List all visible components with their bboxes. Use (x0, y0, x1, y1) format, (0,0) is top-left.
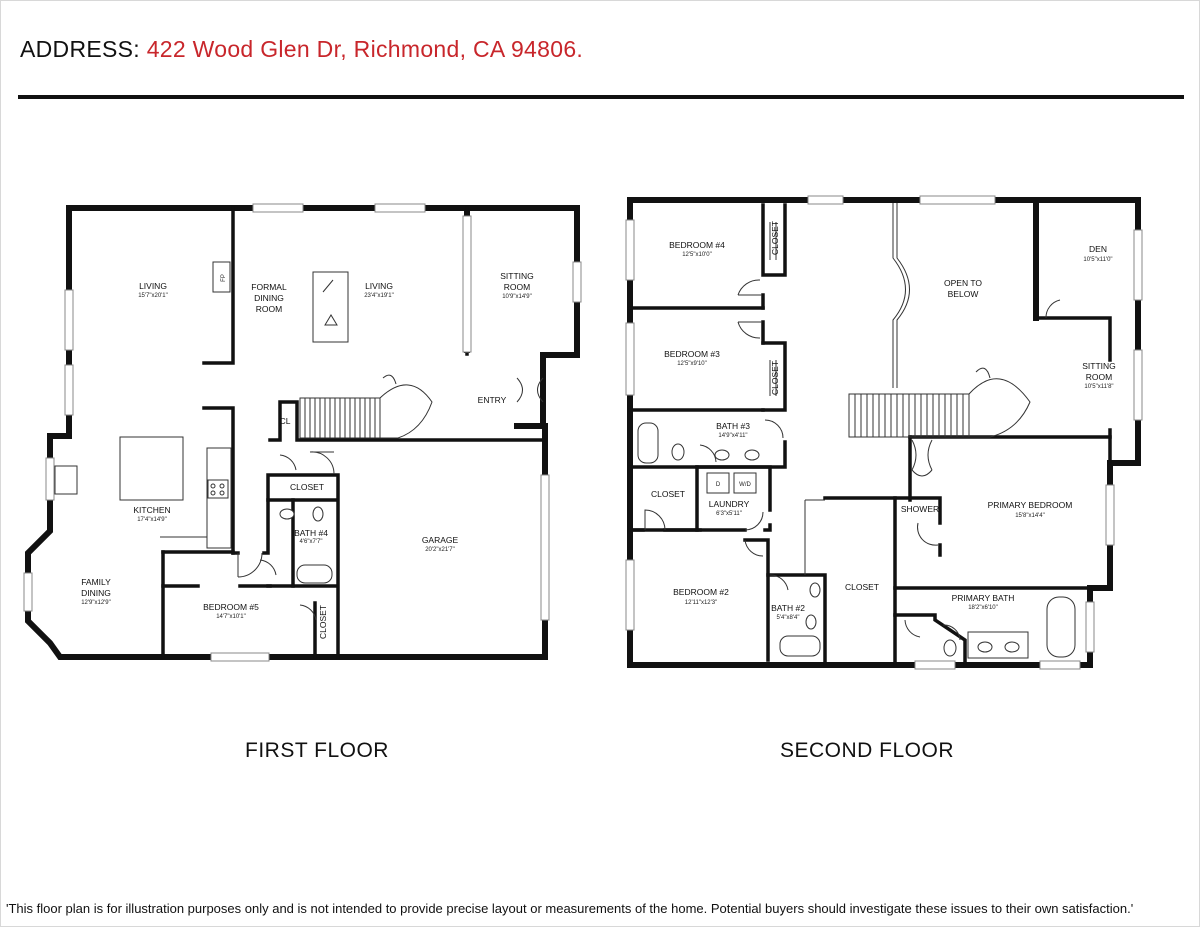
second-bath3-dims: 14'9"x4'11" (718, 433, 747, 439)
second-primary-bath-label: PRIMARY BATH (952, 593, 1015, 603)
first-living-left-label: LIVING (139, 281, 167, 291)
first-fp-label: FP (221, 274, 227, 282)
first-closet-b-label: CLOSET (318, 605, 328, 639)
second-den-dims: 10'5"x11'0" (1083, 257, 1112, 263)
second-bedroom3-label: BEDROOM #3 (664, 349, 720, 359)
first-entry-label: ENTRY (478, 395, 507, 405)
first-living-main-label: LIVING (365, 281, 393, 291)
first-sitting-dims: 10'9"x14'9" (502, 294, 532, 300)
first-living-main-dims: 23'4"x19'1" (364, 293, 394, 299)
first-closet-a-label: CLOSET (290, 482, 324, 492)
second-primary-bedroom-dims: 15'8"x14'4" (1015, 513, 1045, 519)
second-floor-stairs (848, 367, 1031, 438)
address-label: ADDRESS: (20, 36, 140, 62)
second-primary-bath-dims: 18'2"x6'10" (968, 605, 998, 611)
second-laundry-label: LAUNDRY (709, 499, 750, 509)
first-bedroom5-label: BEDROOM #5 (203, 602, 259, 612)
first-bedroom5-dims: 14'7"x10'1" (216, 614, 246, 620)
second-bath2-label: BATH #2 (771, 603, 805, 613)
second-closet-b4-label: CLOSET (770, 221, 780, 255)
first-formal-dining-line2: DINING (254, 293, 284, 303)
second-closet-b3-label: CLOSET (770, 361, 780, 395)
second-den-label: DEN (1089, 244, 1107, 254)
second-bedroom4-label: BEDROOM #4 (669, 240, 725, 250)
first-kitchen-dims: 17'4"x14'9" (137, 517, 167, 523)
first-formal-dining-line1: FORMAL (251, 282, 287, 292)
second-open-below-line1: OPEN TO (944, 278, 982, 288)
header-divider (18, 95, 1184, 99)
first-floor-stairs (299, 374, 433, 439)
address-line: ADDRESS: 422 Wood Glen Dr, Richmond, CA … (20, 36, 583, 63)
second-floor-title: SECOND FLOOR (780, 739, 955, 762)
first-bath4-label: BATH #4 (294, 528, 328, 538)
first-family-dims: 12'9"x12'9" (81, 600, 111, 606)
first-kitchen-label: KITCHEN (133, 505, 170, 515)
first-living-left-dims: 15'7"x20'1" (138, 293, 168, 299)
second-dryer-label: D (716, 482, 721, 488)
second-washer-label: W/D (739, 482, 751, 488)
first-family-line2: DINING (81, 588, 111, 598)
first-sitting-line1: SITTING (500, 271, 534, 281)
first-sitting-line2: ROOM (504, 282, 530, 292)
second-bath2-dims: 5'4"x8'4" (777, 615, 800, 621)
first-cl-label: CL (280, 416, 291, 426)
second-bedroom2-dims: 12'11"x12'3" (685, 600, 717, 606)
second-primary-bedroom-label: PRIMARY BEDROOM (988, 500, 1073, 510)
first-garage-label: GARAGE (422, 535, 459, 545)
second-bedroom4-dims: 12'5"x10'0" (682, 252, 712, 258)
disclaimer: 'This floor plan is for illustration pur… (6, 901, 1134, 916)
second-shower-label: SHOWER (901, 504, 939, 514)
second-sitting-line2: ROOM (1086, 372, 1112, 382)
second-open-below-line2: BELOW (948, 289, 979, 299)
first-floor-title: FIRST FLOOR (245, 739, 389, 762)
second-bedroom2-label: BEDROOM #2 (673, 587, 729, 597)
first-formal-dining-line3: ROOM (256, 304, 282, 314)
address-value: 422 Wood Glen Dr, Richmond, CA 94806. (146, 36, 584, 62)
second-floor-plan: BEDROOM #4 12'5"x10'0" CLOSET OPEN TO BE… (625, 195, 1143, 670)
second-bath3-label: BATH #3 (716, 421, 750, 431)
first-family-line1: FAMILY (81, 577, 111, 587)
second-sitting-dims: 10'5"x11'8" (1084, 384, 1113, 390)
open-to-below-railing (892, 203, 910, 388)
second-bedroom3-dims: 12'5"x9'10" (677, 361, 707, 367)
first-garage-dims: 20'2"x21'7" (425, 547, 455, 553)
second-closet-d-label: CLOSET (845, 582, 879, 592)
first-floor-plan: FP LIVING 15'7"x20'1" FORMAL DINING ROOM… (23, 203, 582, 662)
second-sitting-line1: SITTING (1082, 361, 1116, 371)
second-laundry-dims: 6'3"x5'11" (716, 511, 742, 517)
second-closet-c-label: CLOSET (651, 489, 685, 499)
first-bath4-dims: 4'6"x7'7" (300, 539, 323, 545)
